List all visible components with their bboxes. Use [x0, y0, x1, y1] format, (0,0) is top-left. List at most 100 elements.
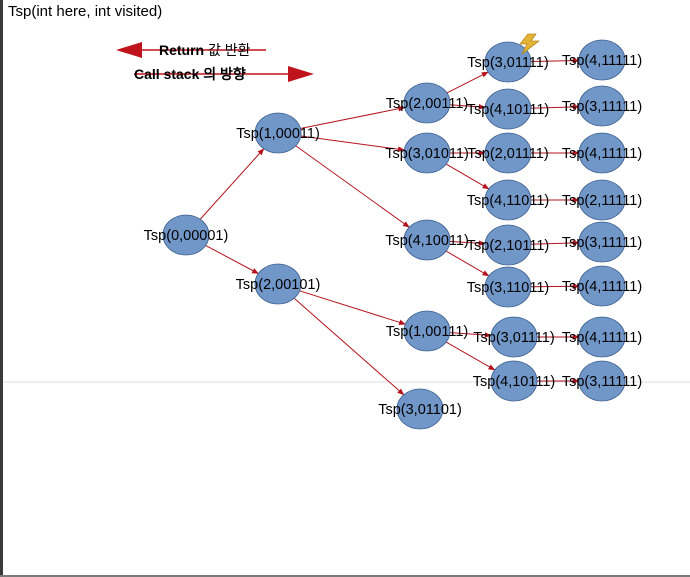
node-label: Tsp(2,10111) [467, 238, 549, 254]
edge-n13-n21 [530, 283, 580, 290]
call-arrow-head [288, 66, 314, 82]
node-ellipse [578, 360, 626, 402]
edge-n4-n11 [445, 163, 490, 190]
tree-node-n21: Tsp(4,11111) [562, 265, 642, 307]
node-ellipse [490, 360, 538, 402]
node-ellipse [396, 388, 444, 430]
node-label: Tsp(2,11111) [562, 193, 642, 209]
edge-n3-n8 [446, 71, 489, 94]
tree-node-n7: Tsp(3,01101) [378, 388, 462, 430]
tree-node-n6: Tsp(1,00111) [386, 310, 468, 352]
edge-n2-n6 [299, 290, 407, 325]
tree-node-n19: Tsp(2,11111) [562, 179, 642, 221]
node-ellipse [578, 316, 626, 358]
node-label: Tsp(3,01101) [378, 402, 462, 418]
node-ellipse [578, 179, 626, 221]
edge-n12-n20 [530, 240, 580, 246]
tree-node-n18: Tsp(4,11111) [562, 132, 642, 174]
node-ellipse [403, 310, 451, 352]
node-label: Tsp(4,10111) [467, 102, 549, 118]
tree-node-n22: Tsp(4,11111) [562, 316, 642, 358]
node-ellipse [484, 224, 532, 266]
edge-n6-n15 [445, 341, 496, 371]
node-ellipse [484, 88, 532, 130]
tree-node-n5: Tsp(4,10011) [385, 219, 469, 261]
node-ellipse [403, 132, 451, 174]
node-label: Tsp(3,11111) [562, 235, 642, 251]
edge-n5-n12 [449, 240, 486, 246]
edge-n6-n14 [449, 332, 492, 338]
return-arrow-head [116, 42, 142, 58]
node-ellipse [578, 132, 626, 174]
tree-node-n8: Tsp(3,01111) [467, 41, 549, 83]
tree-node-n9: Tsp(4,10111) [467, 88, 549, 130]
edge-n1-n3 [300, 106, 406, 129]
edge-n3-n9 [449, 104, 486, 110]
left-border [0, 0, 3, 577]
edge-n0-n1 [199, 148, 265, 220]
node-label: Tsp(0,00001) [144, 228, 229, 244]
node-ellipse [578, 221, 626, 263]
tree-node-n4: Tsp(3,01011) [385, 132, 469, 174]
node-label: Tsp(4,11011) [467, 193, 549, 209]
edge-n2-n7 [293, 297, 405, 396]
legend-call: Call stack 의 방향 [134, 66, 314, 82]
node-label: Tsp(4,10011) [385, 233, 469, 249]
tree-node-n23: Tsp(3,11111) [562, 360, 642, 402]
node-label: Tsp(3,01011) [385, 146, 469, 162]
edge-n1-n5 [295, 145, 410, 228]
tree-node-n12: Tsp(2,10111) [467, 224, 549, 266]
tree-node-n20: Tsp(3,11111) [562, 221, 642, 263]
tree-node-n13: Tsp(3,11011) [467, 266, 549, 308]
tree-node-n14: Tsp(3,01111) [473, 316, 555, 358]
tree-node-n2: Tsp(2,00101) [236, 263, 321, 305]
node-label: Tsp(2,01111) [467, 146, 548, 162]
edge-n8-n16 [530, 57, 580, 64]
tree-node-n0: Tsp(0,00001) [144, 214, 229, 256]
edges-layer [199, 57, 580, 396]
node-ellipse [484, 179, 532, 221]
page-title: Tsp(int here, int visited) [8, 3, 163, 20]
node-ellipse [490, 316, 538, 358]
node-label: Tsp(1,00011) [236, 126, 320, 142]
tree-node-n3: Tsp(2,00111) [386, 82, 468, 124]
node-label: Tsp(4,11111) [562, 330, 642, 346]
node-ellipse [578, 265, 626, 307]
node-label: Tsp(3,11111) [562, 99, 642, 115]
node-ellipse [254, 263, 302, 305]
nodes-layer: Tsp(0,00001) Tsp(1,00011) Tsp(2,00101) Tsp(… [144, 39, 642, 430]
tree-node-n16: Tsp(4,11111) [562, 39, 642, 81]
node-label: Tsp(4,11111) [562, 279, 642, 295]
tree-node-n10: Tsp(2,01111) [467, 132, 549, 174]
edge-n5-n13 [445, 250, 490, 277]
node-label: Tsp(3,01111) [473, 330, 554, 346]
node-label: Tsp(4,10111) [473, 374, 555, 390]
node-label: Tsp(3,11011) [467, 280, 549, 296]
node-ellipse [403, 82, 451, 124]
return-label: Return 값 반환 [159, 42, 251, 58]
node-label: Tsp(2,00101) [236, 277, 321, 293]
tree-node-n11: Tsp(4,11011) [467, 179, 549, 221]
edge-n0-n2 [205, 245, 260, 274]
call-label: Call stack 의 방향 [134, 66, 246, 82]
node-ellipse [403, 219, 451, 261]
node-label: Tsp(4,11111) [562, 53, 642, 69]
node-label: Tsp(3,11111) [562, 374, 642, 390]
lightning-icon [519, 33, 541, 55]
edge-n9-n17 [530, 104, 580, 110]
node-label: Tsp(2,00111) [386, 96, 468, 112]
node-ellipse [484, 41, 532, 83]
node-label: Tsp(1,00111) [386, 324, 468, 340]
node-ellipse [578, 39, 626, 81]
node-ellipse [484, 266, 532, 308]
node-ellipse [254, 112, 302, 154]
edge-n1-n4 [300, 135, 405, 152]
tree-node-n15: Tsp(4,10111) [473, 360, 555, 402]
node-ellipse [484, 132, 532, 174]
tree-node-n17: Tsp(3,11111) [562, 85, 642, 127]
tree-node-n1: Tsp(1,00011) [236, 112, 320, 154]
node-label: Tsp(3,01111) [467, 55, 548, 71]
bottom-border [0, 575, 690, 577]
